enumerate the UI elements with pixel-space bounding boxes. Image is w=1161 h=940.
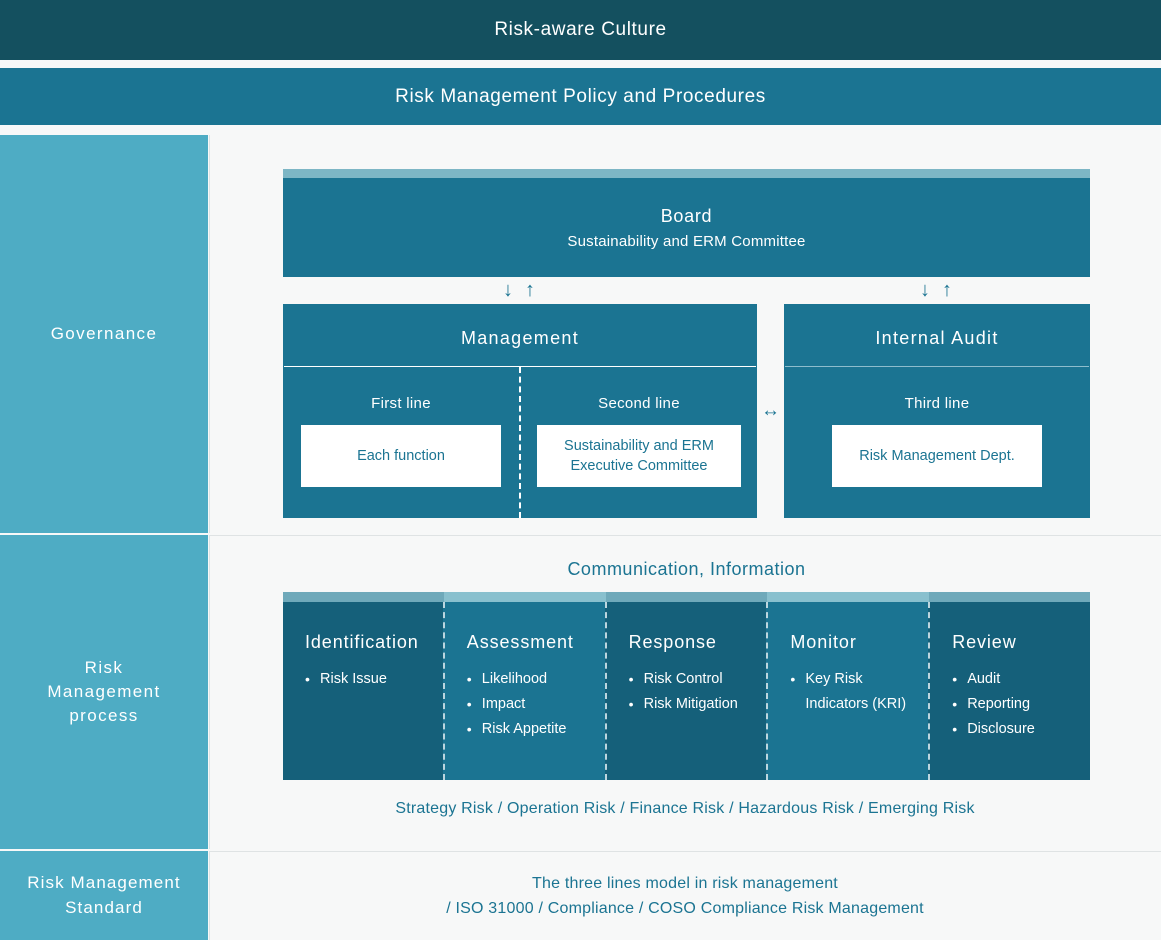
- internal-audit-box: Internal Audit Third line Risk Managemen…: [784, 304, 1090, 518]
- second-line-card: Sustainability and ERM Executive Committ…: [537, 425, 741, 487]
- list-item: Risk Control: [629, 667, 756, 692]
- rail-process-line-2: Management: [47, 681, 161, 701]
- process-cap-1: [283, 592, 445, 602]
- second-line-label: Second line: [598, 395, 680, 412]
- list-item: Disclosure: [952, 717, 1079, 742]
- banner-culture-label: Risk-aware Culture: [494, 19, 667, 40]
- management-box: Management First line Each function Seco…: [283, 304, 757, 518]
- first-line-column: First line Each function: [283, 367, 519, 518]
- process-item-list: Key Risk Indicators (KRI): [790, 667, 928, 717]
- list-item: Key Risk Indicators (KRI): [790, 667, 917, 717]
- process-item-list: Likelihood Impact Risk Appetite: [467, 667, 605, 742]
- banner-policy-label: Risk Management Policy and Procedures: [395, 85, 766, 107]
- standard-line-2: / ISO 31000 / Compliance / COSO Complian…: [446, 899, 924, 917]
- process-heading: Identification: [305, 632, 419, 652]
- management-heading: Management: [460, 328, 580, 348]
- rail-governance-text: Governance: [50, 323, 158, 343]
- rail-label-risk-management-process: Risk Management process: [0, 535, 208, 849]
- first-line-card: Each function: [301, 425, 501, 487]
- standard-line-1: The three lines model in risk management: [532, 875, 838, 892]
- process-cap-strips: [283, 592, 1091, 602]
- list-item: Reporting: [952, 692, 1079, 717]
- process-cap-3: [605, 592, 768, 602]
- zone-governance: [209, 135, 1161, 533]
- rail-standard-line-1: Risk Management: [27, 873, 181, 893]
- rail-standard-text: Risk Management Standard: [27, 871, 181, 919]
- first-line-label: First line: [371, 395, 431, 412]
- board-subtitle: Sustainability and ERM Committee: [567, 232, 806, 250]
- rail-label-governance: Governance: [0, 135, 208, 533]
- board-box: Board Sustainability and ERM Committee: [283, 178, 1090, 277]
- internal-audit-heading: Internal Audit: [875, 328, 999, 348]
- third-line-card: Risk Management Dept.: [832, 425, 1042, 487]
- process-cap-5: [928, 592, 1091, 602]
- process-item-list: Audit Reporting Disclosure: [952, 667, 1090, 742]
- process-cap-2: [444, 592, 606, 602]
- rail-label-risk-management-standard: Risk Management Standard: [0, 851, 208, 940]
- third-line-label: Third line: [904, 395, 970, 412]
- board-title: Board: [660, 205, 713, 226]
- zone-risk-management-process: [209, 535, 1161, 849]
- management-divider: [284, 366, 756, 367]
- banner-risk-aware-culture: Risk-aware Culture: [0, 0, 1161, 60]
- process-column-monitor: Monitor Key Risk Indicators (KRI): [766, 602, 929, 780]
- arrow-pair-board-internal-audit: ↓ ↑: [900, 278, 972, 302]
- list-item: Audit: [952, 667, 1079, 692]
- list-item: Risk Mitigation: [629, 692, 756, 717]
- rail-process-line-3: process: [69, 706, 139, 726]
- process-column-identification: Identification Risk Issue: [283, 602, 443, 780]
- rail-standard-line-2: Standard: [65, 897, 143, 917]
- arrow-up-icon: ↑: [942, 279, 952, 301]
- internal-audit-divider: [785, 366, 1089, 367]
- board-cap-strip: [283, 169, 1090, 178]
- process-cap-4: [767, 592, 929, 602]
- process-column-response: Response Risk Control Risk Mitigation: [604, 602, 767, 780]
- process-item-list: Risk Issue: [305, 667, 443, 692]
- process-heading: Monitor: [790, 632, 857, 652]
- arrow-pair-board-management: ↓ ↑: [483, 278, 555, 302]
- arrow-up-icon: ↑: [525, 279, 535, 301]
- process-item-list: Risk Control Risk Mitigation: [629, 667, 767, 717]
- process-columns: Identification Risk Issue Assessment Lik…: [283, 602, 1090, 780]
- arrow-down-icon: ↓: [503, 279, 513, 301]
- management-lines-row: First line Each function Second line Sus…: [283, 367, 757, 518]
- list-item: Likelihood: [467, 667, 594, 692]
- process-heading: Response: [628, 632, 717, 652]
- risk-management-standard-text: The three lines model in risk management…: [209, 872, 1161, 922]
- process-heading: Review: [952, 632, 1017, 652]
- board-block: Board Sustainability and ERM Committee: [283, 169, 1090, 277]
- list-item: Impact: [467, 692, 594, 717]
- third-line-column: Third line Risk Management Dept.: [784, 367, 1090, 518]
- rail-process-text: Risk Management process: [47, 656, 160, 728]
- list-item: Risk Appetite: [467, 717, 594, 742]
- banner-risk-management-policy: Risk Management Policy and Procedures: [0, 68, 1161, 125]
- rail-process-line-1: Risk: [84, 657, 124, 677]
- communication-information-title: Communication, Information: [567, 559, 806, 579]
- arrow-both-directions-icon: ↔: [757, 395, 784, 425]
- list-item: Risk Issue: [305, 667, 432, 692]
- process-column-assessment: Assessment Likelihood Impact Risk Appeti…: [442, 602, 605, 780]
- second-line-column: Second line Sustainability and ERM Execu…: [519, 367, 757, 518]
- arrow-down-icon: ↓: [920, 279, 930, 301]
- process-heading: Assessment: [466, 632, 574, 652]
- process-column-review: Review Audit Reporting Disclosure: [928, 602, 1090, 780]
- zone-risk-management-standard: [209, 851, 1161, 940]
- process-columns-block: Identification Risk Issue Assessment Lik…: [283, 592, 1091, 780]
- risk-types-line: Strategy Risk / Operation Risk / Finance…: [395, 800, 975, 817]
- internal-audit-lines-row: Third line Risk Management Dept.: [784, 367, 1090, 518]
